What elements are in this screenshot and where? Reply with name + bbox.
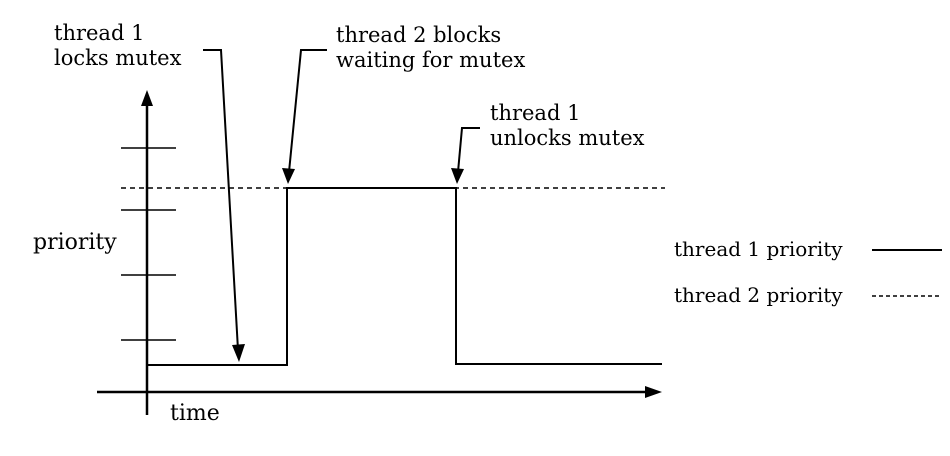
- x-axis-label: time: [170, 401, 220, 426]
- legend-thread2-label: thread 2 priority: [674, 283, 843, 307]
- lock-arrowhead: [232, 344, 245, 362]
- block-arrow: [288, 49, 327, 173]
- y-axis-arrowhead: [141, 90, 153, 106]
- x-axis-arrowhead: [645, 386, 662, 398]
- legend-thread1-label: thread 1 priority: [674, 237, 843, 261]
- thread1-priority-line: [147, 187, 662, 366]
- lock-label-line2: locks mutex: [54, 46, 182, 70]
- unlock-arrowhead: [451, 168, 464, 184]
- lock-arrow: [203, 49, 239, 351]
- unlock-label-line2: unlocks mutex: [490, 126, 645, 150]
- block-label-line1: thread 2 blocks: [336, 23, 501, 47]
- block-arrowhead: [282, 168, 295, 184]
- unlock-arrow: [457, 127, 480, 173]
- lock-label-line1: thread 1: [54, 21, 144, 45]
- y-axis-label: priority: [33, 230, 117, 255]
- unlock-label-line1: thread 1: [490, 101, 580, 125]
- block-label-line2: waiting for mutex: [336, 48, 525, 72]
